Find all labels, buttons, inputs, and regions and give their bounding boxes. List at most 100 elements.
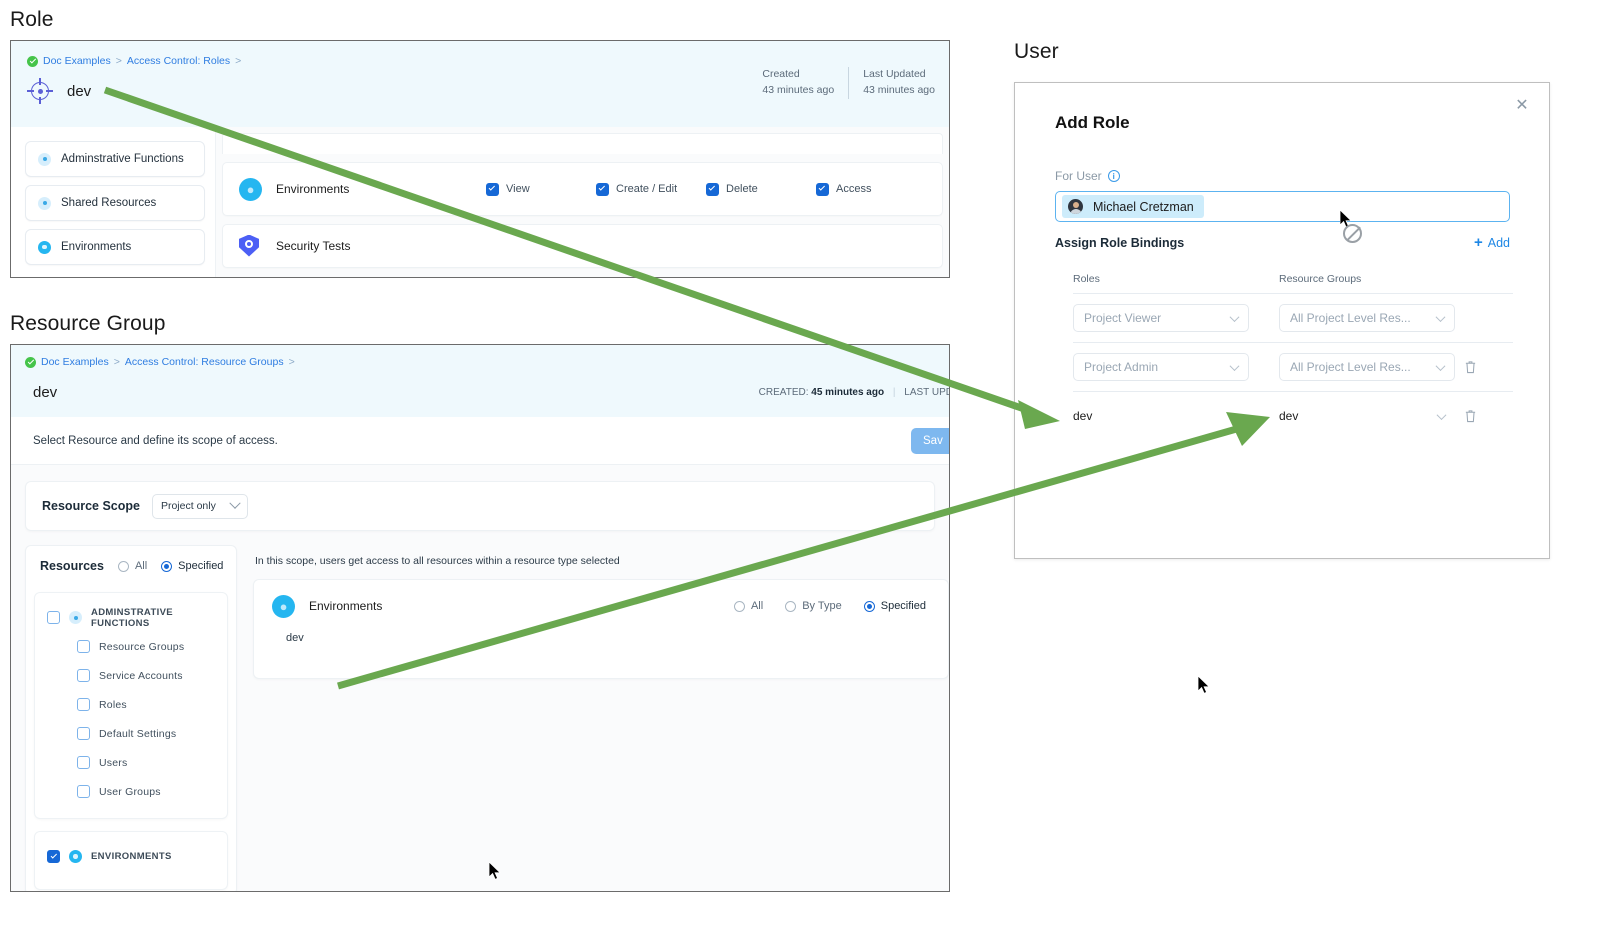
resources-column: Resources All Specified ADMINSTRATIVE — [25, 545, 237, 891]
role-title: dev — [67, 82, 92, 100]
breadcrumb-project[interactable]: Doc Examples — [41, 356, 109, 368]
resource-scope-select[interactable]: Project only — [151, 493, 248, 519]
environments-scope-item-dev[interactable]: dev — [286, 632, 304, 644]
checkbox-icon[interactable] — [77, 756, 90, 769]
close-icon[interactable]: ✕ — [1515, 97, 1529, 114]
no-drop-indicator-icon — [1343, 224, 1362, 243]
add-binding-button[interactable]: + Add — [1474, 235, 1510, 250]
checkbox-icon[interactable] — [77, 727, 90, 740]
group-dot-icon — [69, 850, 82, 863]
resource-group-columns: Resources All Specified ADMINSTRATIVE — [11, 545, 949, 891]
permission-checkbox-delete[interactable]: Delete — [706, 182, 816, 196]
checkbox-icon[interactable] — [706, 182, 719, 196]
resources-title: Resources — [40, 559, 104, 573]
tree-child-label: Default Settings — [99, 727, 177, 740]
checkbox-icon-checked[interactable] — [47, 850, 60, 863]
user-select-field[interactable]: Michael Cretzman — [1055, 191, 1510, 222]
tree-row-user-groups[interactable]: User Groups — [35, 777, 227, 806]
permission-row-environments[interactable]: ● Environments View Create / Edit Delete — [222, 162, 943, 216]
project-check-icon — [25, 356, 36, 368]
tree-row-group-environments[interactable]: ENVIRONMENTS — [35, 842, 227, 871]
checkbox-label: View — [506, 183, 530, 195]
checkbox-label: Create / Edit — [616, 183, 678, 195]
chevron-down-icon — [1436, 409, 1447, 420]
delete-binding-button[interactable] — [1455, 409, 1485, 423]
resource-group-title: dev — [33, 384, 58, 401]
permission-checkbox-access[interactable]: Access — [816, 182, 926, 196]
role-select[interactable]: Project Viewer — [1073, 304, 1249, 332]
mouse-cursor-tertiary — [489, 862, 502, 881]
role-meta: Created 43 minutes ago Last Updated 43 m… — [748, 67, 949, 99]
meta-updated: Last Updated 43 minutes ago — [848, 67, 949, 99]
tree-child-label: Roles — [99, 698, 127, 711]
radio-icon[interactable] — [117, 560, 129, 572]
permission-checkbox-view[interactable]: View — [486, 182, 596, 196]
meta-created: Created 43 minutes ago — [748, 67, 848, 99]
breadcrumb[interactable]: Doc Examples > Access Control: Resource … — [25, 356, 935, 368]
for-user-label: For User — [1055, 169, 1102, 183]
checkbox-icon[interactable] — [77, 698, 90, 711]
radio-icon[interactable] — [785, 600, 797, 612]
resource-group-select[interactable]: All Project Level Res... — [1279, 304, 1455, 332]
breadcrumb-page[interactable]: Access Control: Resource Groups — [124, 356, 284, 368]
user-chip[interactable]: Michael Cretzman — [1062, 195, 1204, 218]
checkbox-icon[interactable] — [47, 611, 60, 624]
environments-icon: ● — [239, 177, 262, 201]
info-icon[interactable]: i — [1107, 170, 1120, 182]
radio-icon[interactable] — [733, 600, 745, 612]
category-dot-icon — [38, 152, 51, 166]
permission-checkbox-create-edit[interactable]: Create / Edit — [596, 182, 706, 196]
checkbox-icon[interactable] — [816, 182, 829, 196]
breadcrumb-separator-2: > — [288, 356, 295, 368]
role-category-adminstrative-functions[interactable]: Adminstrative Functions — [25, 141, 205, 177]
tree-row-service-accounts[interactable]: Service Accounts — [35, 661, 227, 690]
env-option-by-type[interactable]: By Type — [785, 600, 842, 612]
role-category-list: Adminstrative Functions Shared Resources… — [11, 127, 216, 277]
section-label-role: Role — [10, 8, 54, 31]
tree-child-label: Users — [99, 756, 128, 769]
column-header-resource-groups: Resource Groups — [1279, 273, 1362, 285]
tree-row-default-settings[interactable]: Default Settings — [35, 719, 227, 748]
role-select[interactable]: Project Admin — [1073, 353, 1249, 381]
tree-row-roles[interactable]: Roles — [35, 690, 227, 719]
breadcrumb-page[interactable]: Access Control: Roles — [126, 55, 231, 67]
breadcrumb-project[interactable]: Doc Examples — [43, 55, 111, 67]
tree-row-users[interactable]: Users — [35, 748, 227, 777]
meta-updated-value: 43 minutes ago — [863, 83, 935, 96]
checkbox-icon[interactable] — [486, 182, 499, 196]
resources-option-all[interactable]: All — [117, 560, 147, 572]
tree-row-resource-groups[interactable]: Resource Groups — [35, 632, 227, 661]
checkbox-icon[interactable] — [77, 640, 90, 653]
resource-group-select[interactable]: dev — [1279, 402, 1455, 430]
role-permission-list: ● Environments View Create / Edit Delete — [216, 127, 949, 277]
checkbox-icon[interactable] — [77, 669, 90, 682]
target-icon — [27, 78, 53, 104]
chevron-down-icon — [1435, 311, 1446, 322]
radio-icon-selected[interactable] — [863, 600, 875, 612]
breadcrumb-separator-2: > — [235, 55, 242, 67]
radio-label: By Type — [802, 600, 842, 612]
permission-strip — [222, 133, 943, 154]
radio-icon-selected[interactable] — [161, 560, 173, 572]
role-select[interactable]: dev — [1073, 402, 1249, 430]
env-option-all[interactable]: All — [733, 600, 763, 612]
role-panel-header: Doc Examples > Access Control: Roles > d… — [11, 41, 949, 127]
chevron-down-icon — [1229, 311, 1240, 322]
tree-row-group[interactable]: ADMINSTRATIVE FUNCTIONS — [35, 603, 227, 632]
resource-group-select[interactable]: All Project Level Res... — [1279, 353, 1455, 381]
section-label-user: User — [1014, 40, 1059, 63]
role-category-environments[interactable]: Environments — [25, 229, 205, 265]
checkbox-icon[interactable] — [77, 785, 90, 798]
delete-binding-button[interactable] — [1455, 360, 1485, 374]
env-option-specified[interactable]: Specified — [863, 600, 926, 612]
resource-group-panel: Doc Examples > Access Control: Resource … — [10, 344, 950, 892]
role-category-shared-resources[interactable]: Shared Resources — [25, 185, 205, 221]
checkbox-icon[interactable] — [596, 182, 609, 196]
scope-hint: In this scope, users get access to all r… — [255, 555, 620, 567]
radio-label: Specified — [880, 600, 926, 612]
resources-option-specified[interactable]: Specified — [161, 560, 223, 572]
role-select-value: Project Admin — [1084, 360, 1159, 374]
save-button[interactable]: Sav — [911, 428, 949, 454]
permission-row-security-tests[interactable]: Security Tests — [222, 224, 943, 268]
breadcrumb[interactable]: Doc Examples > Access Control: Roles > — [27, 55, 933, 67]
